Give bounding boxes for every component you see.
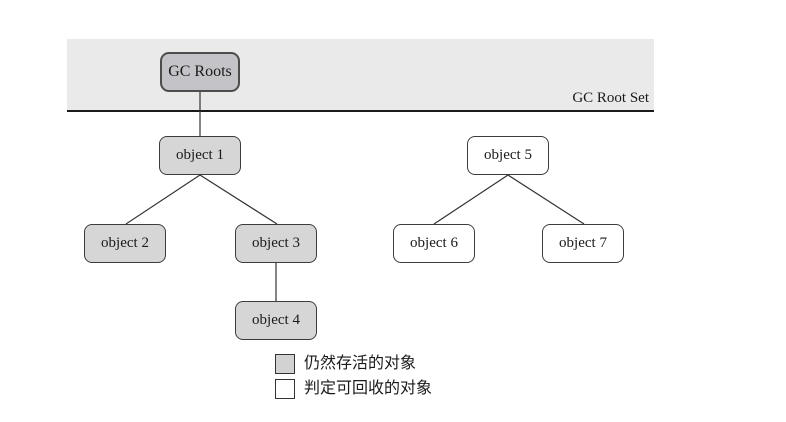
node-object-5: object 5	[467, 136, 549, 175]
edge-object1-object3	[199, 174, 278, 225]
alive-swatch-icon	[275, 354, 295, 374]
node-object-6: object 6	[393, 224, 475, 263]
legend: 仍然存活的对象 判定可回收的对象	[275, 354, 432, 404]
edge-object5-object7	[507, 174, 585, 225]
node-object-3: object 3	[235, 224, 317, 263]
node-object-2: object 2	[84, 224, 166, 263]
recyclable-swatch-icon	[275, 379, 295, 399]
node-gc-roots: GC Roots	[160, 52, 240, 92]
legend-recyclable-label: 判定可回收的对象	[304, 380, 433, 397]
edge-object5-object6	[433, 174, 509, 225]
node-object-4: object 4	[235, 301, 317, 340]
edge-object1-object2	[125, 174, 201, 225]
gc-root-set-label: GC Root Set	[572, 90, 649, 106]
legend-row-alive: 仍然存活的对象	[275, 354, 432, 374]
legend-row-recyclable: 判定可回收的对象	[275, 379, 432, 399]
node-object-7: object 7	[542, 224, 624, 263]
legend-alive-label: 仍然存活的对象	[304, 355, 417, 372]
node-object-1: object 1	[159, 136, 241, 175]
